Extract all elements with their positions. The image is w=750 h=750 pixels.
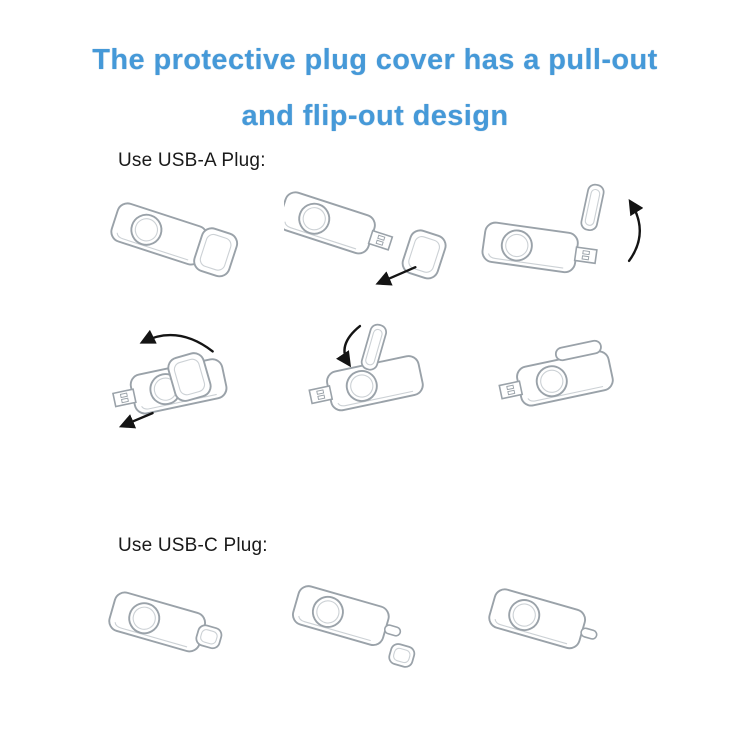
- usb-a-plug: [308, 385, 333, 405]
- usb-a-cover-flipped-over-illustration: [112, 329, 230, 429]
- section-label-usba: Use USB-A Plug:: [118, 150, 266, 171]
- charger-body: [289, 582, 393, 649]
- charger-body: [105, 589, 209, 655]
- fold-down-arrow: [336, 324, 362, 368]
- charger-device: [480, 220, 598, 275]
- charger-device: [284, 188, 450, 283]
- usb-c-cover-closed-illustration: [105, 589, 225, 655]
- usb-a-plug: [573, 246, 598, 265]
- flip-up-arrow: [627, 199, 644, 263]
- usba-steps-row-1: [94, 180, 656, 299]
- charger-device: [105, 589, 225, 655]
- plug-cover: [399, 226, 450, 283]
- usb-a-cover-flipped-up-illustration: [480, 182, 644, 275]
- charger-device: [289, 582, 403, 649]
- usb-c-plug-cover-detached: [386, 641, 417, 670]
- charger-body: [485, 585, 589, 652]
- usb-a-plug: [367, 229, 394, 251]
- usb-a-plug: [112, 388, 137, 408]
- charger-body: [284, 188, 379, 258]
- usb-c-plug: [579, 626, 599, 641]
- pull-direction-arrow: [375, 266, 417, 286]
- usb-a-cover-folded-flat-illustration: [498, 338, 616, 409]
- usb-a-cover-folding-down-illustration: [308, 322, 426, 414]
- usb-a-cover-pulled-out-illustration: [284, 188, 450, 286]
- charger-device: [498, 338, 616, 409]
- usb-a-cover-closed-illustration: [107, 199, 241, 280]
- section-label-usbc: Use USB-C Plug:: [118, 535, 268, 556]
- page-title: The protective plug cover has a pull-out…: [0, 32, 750, 144]
- charger-device: [112, 349, 230, 417]
- title-line-2: and flip-out design: [241, 100, 509, 132]
- usb-c-plug: [382, 623, 403, 638]
- usba-steps-row-2: [94, 318, 656, 437]
- usb-c-cover-removed-illustration: [289, 582, 417, 670]
- usbc-steps-row: [94, 563, 656, 682]
- charger-body: [480, 220, 581, 275]
- title-line-1: The protective plug cover has a pull-out: [92, 44, 658, 76]
- flip-over-arrow: [139, 329, 214, 353]
- usb-a-plug: [498, 380, 523, 400]
- usb-c-plug-exposed-illustration: [485, 585, 599, 652]
- slide-direction-arrow: [118, 411, 154, 429]
- plug-cover-upright: [579, 182, 606, 233]
- charger-device: [107, 199, 241, 280]
- charger-device: [485, 585, 599, 652]
